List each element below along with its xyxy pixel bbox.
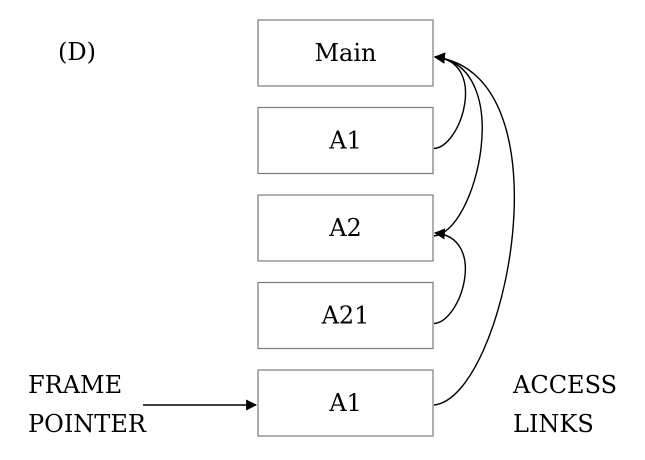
- access-link-curves: [433, 52, 516, 406]
- frame-label-a1-bottom: A1: [328, 389, 362, 417]
- frame-box-a1-bottom: [257, 369, 434, 437]
- frame-box-main: [257, 19, 434, 87]
- frame-label-a1-top: A1: [328, 127, 362, 155]
- frame-pointer-label-line2: POINTER: [28, 410, 147, 438]
- frame-box-a21: [257, 281, 434, 350]
- frame-pointer-label-line1: FRAME: [28, 371, 122, 399]
- frame-label-a21: A21: [321, 302, 370, 330]
- access-links-label-line2: LINKS: [513, 410, 594, 438]
- frame-label-a2: A2: [328, 214, 362, 242]
- frame-label-main: Main: [314, 39, 376, 67]
- frame-box-a1-top: [257, 106, 434, 175]
- access-link-a21-to-a2: [433, 228, 466, 325]
- diagram-label: (D): [58, 38, 96, 66]
- access-links-label-group: ACCESS LINKS: [512, 371, 617, 438]
- access-link-a2-to-main: [433, 52, 483, 237]
- frame-box-a2: [257, 194, 434, 262]
- access-links-label-line1: ACCESS: [512, 371, 617, 399]
- access-link-a1-top-to-main: [433, 52, 467, 150]
- frame-pointer-group: FRAME POINTER: [28, 371, 258, 438]
- access-link-a1-bottom-to-main: [433, 52, 516, 406]
